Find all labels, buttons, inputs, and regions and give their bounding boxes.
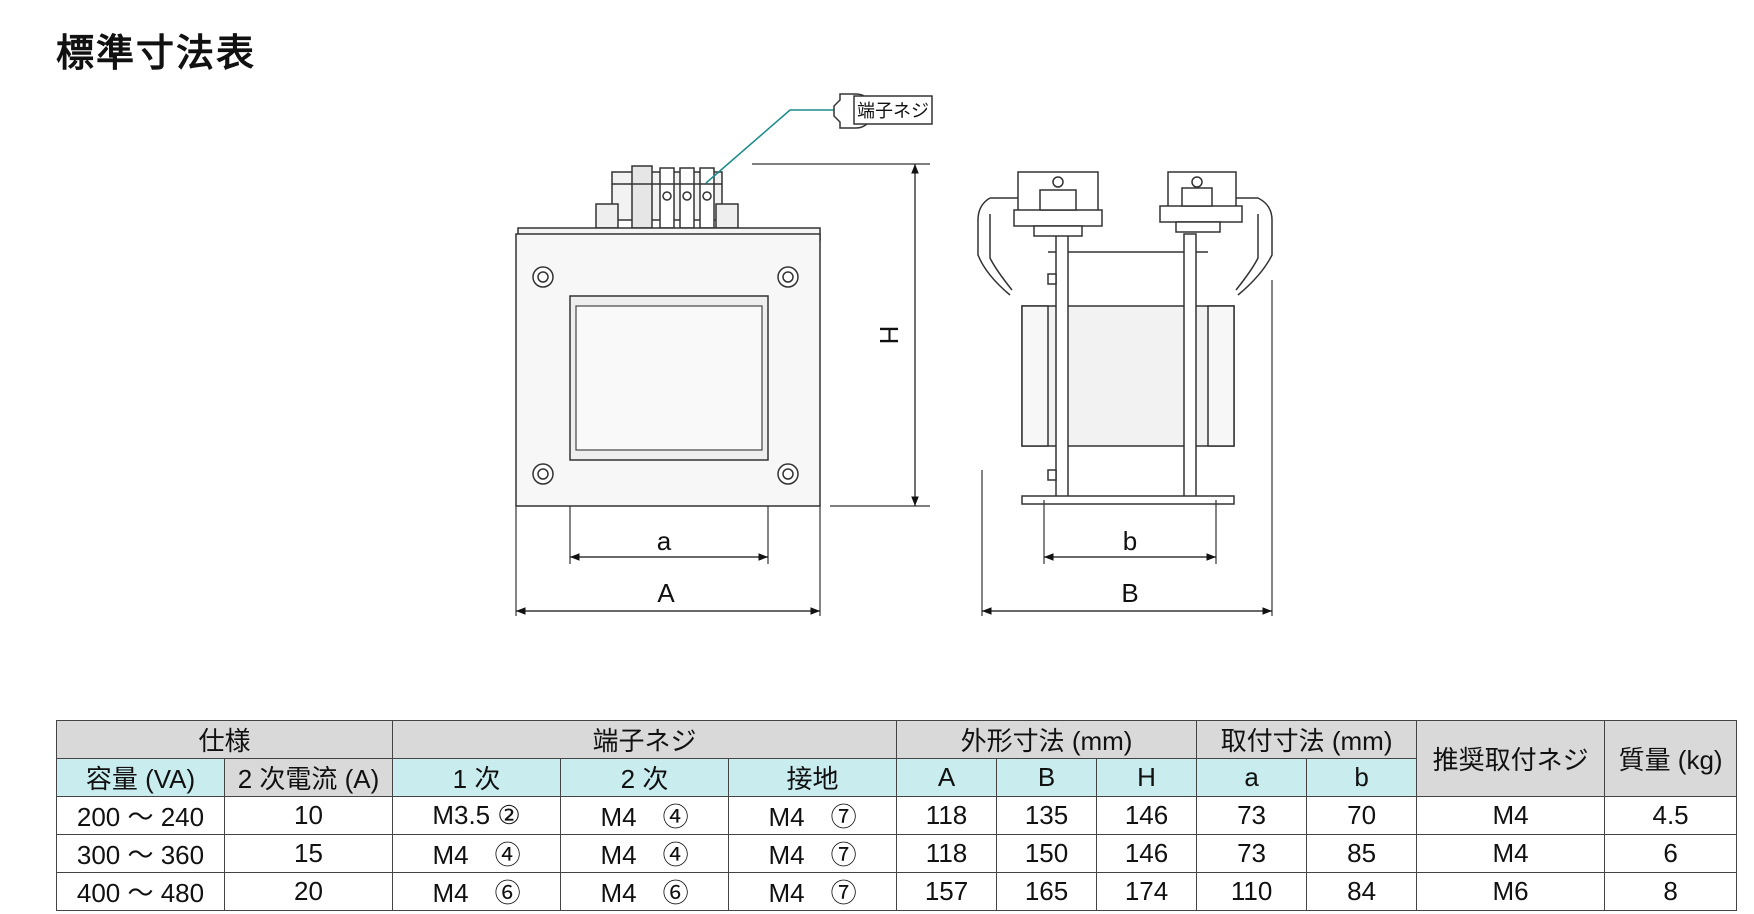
- header-dim-a: a: [1196, 758, 1308, 797]
- header-spec: 仕様: [55, 720, 394, 759]
- header-dim-B: B: [996, 758, 1098, 797]
- dimension-drawing: a A H 端子ネジ: [515, 93, 1273, 616]
- header-terminal-screw: 端子ネジ: [392, 720, 898, 759]
- header-recommended-screw: 推奨取付ネジ: [1416, 720, 1606, 797]
- cell-secondary: M4 ④: [560, 796, 730, 835]
- cell-primary: M4 ⑥: [392, 872, 562, 911]
- cell-dim-A: 118: [896, 834, 998, 873]
- header-ground: 接地: [728, 758, 898, 797]
- dimension-table: 仕様 端子ネジ 外形寸法 (mm) 取付寸法 (mm) 推奨取付ネジ 質量 (k…: [55, 720, 1738, 911]
- cell-recommended-screw: M4: [1416, 834, 1606, 873]
- header-mount-dimensions: 取付寸法 (mm): [1196, 720, 1418, 759]
- cell-dim-B: 165: [996, 872, 1098, 911]
- cell-recommended-screw: M6: [1416, 872, 1606, 911]
- cell-dim-H: 174: [1096, 872, 1198, 911]
- cell-capacity: 400 ～ 480: [56, 872, 225, 911]
- dim-label-A: A: [657, 578, 675, 608]
- mounting-holes: [532, 266, 799, 485]
- cell-dim-A: 157: [896, 872, 998, 911]
- cell-dim-A: 118: [896, 796, 998, 835]
- cell-ground: M4 ⑦: [728, 796, 898, 835]
- header-dim-b: b: [1306, 758, 1418, 797]
- header-dim-H: H: [1096, 758, 1198, 797]
- dim-label-H: H: [874, 326, 904, 345]
- header-secondary-current: 2 次電流 (A): [223, 758, 394, 797]
- cell-current: 20: [223, 872, 394, 911]
- cell-dim-B: 150: [996, 834, 1098, 873]
- header-primary: 1 次: [392, 758, 562, 797]
- terminal-screw-callout: 端子ネジ: [705, 93, 933, 184]
- cell-dim-a: 73: [1196, 834, 1308, 873]
- cell-capacity: 300 ～ 360: [56, 834, 225, 873]
- cell-secondary: M4 ④: [560, 834, 730, 873]
- cell-primary: M3.5 ②: [392, 796, 562, 835]
- cell-dim-b: 84: [1306, 872, 1418, 911]
- cell-dim-H: 146: [1096, 834, 1198, 873]
- cell-ground: M4 ⑦: [728, 872, 898, 911]
- cell-ground: M4 ⑦: [728, 834, 898, 873]
- front-view: a A H: [515, 163, 930, 616]
- cell-dim-a: 73: [1196, 796, 1308, 835]
- dim-label-B: B: [1121, 578, 1138, 608]
- cell-mass: 6: [1604, 834, 1738, 873]
- header-mass: 質量 (kg): [1604, 720, 1738, 797]
- cell-dim-H: 146: [1096, 796, 1198, 835]
- header-capacity: 容量 (VA): [56, 758, 225, 797]
- cell-dim-b: 85: [1306, 834, 1418, 873]
- cell-current: 15: [223, 834, 394, 873]
- header-secondary: 2 次: [560, 758, 730, 797]
- header-outer-dimensions: 外形寸法 (mm): [896, 720, 1198, 759]
- cell-recommended-screw: M4: [1416, 796, 1606, 835]
- table-row: 400 ～ 480 20 M4 ⑥ M4 ⑥ M4 ⑦ 157 165 174 …: [56, 872, 1738, 911]
- header-dim-A: A: [896, 758, 998, 797]
- page-title: 標準寸法表: [56, 31, 257, 75]
- cell-dim-B: 135: [996, 796, 1098, 835]
- cell-dim-a: 110: [1196, 872, 1308, 911]
- cell-capacity: 200 ～ 240: [56, 796, 225, 835]
- cell-dim-b: 70: [1306, 796, 1418, 835]
- cell-primary: M4 ④: [392, 834, 562, 873]
- cell-mass: 8: [1604, 872, 1738, 911]
- callout-label: 端子ネジ: [857, 101, 929, 121]
- table-row: 200 ～ 240 10 M3.5 ② M4 ④ M4 ⑦ 118 135 14…: [56, 796, 1738, 835]
- dim-label-a: a: [657, 526, 672, 556]
- cell-mass: 4.5: [1604, 796, 1738, 835]
- cell-current: 10: [223, 796, 394, 835]
- dim-label-b: b: [1123, 526, 1137, 556]
- cell-secondary: M4 ⑥: [560, 872, 730, 911]
- front-terminal-block: [595, 165, 739, 229]
- table-row: 300 ～ 360 15 M4 ④ M4 ④ M4 ⑦ 118 150 146 …: [56, 834, 1738, 873]
- side-view: [977, 171, 1273, 616]
